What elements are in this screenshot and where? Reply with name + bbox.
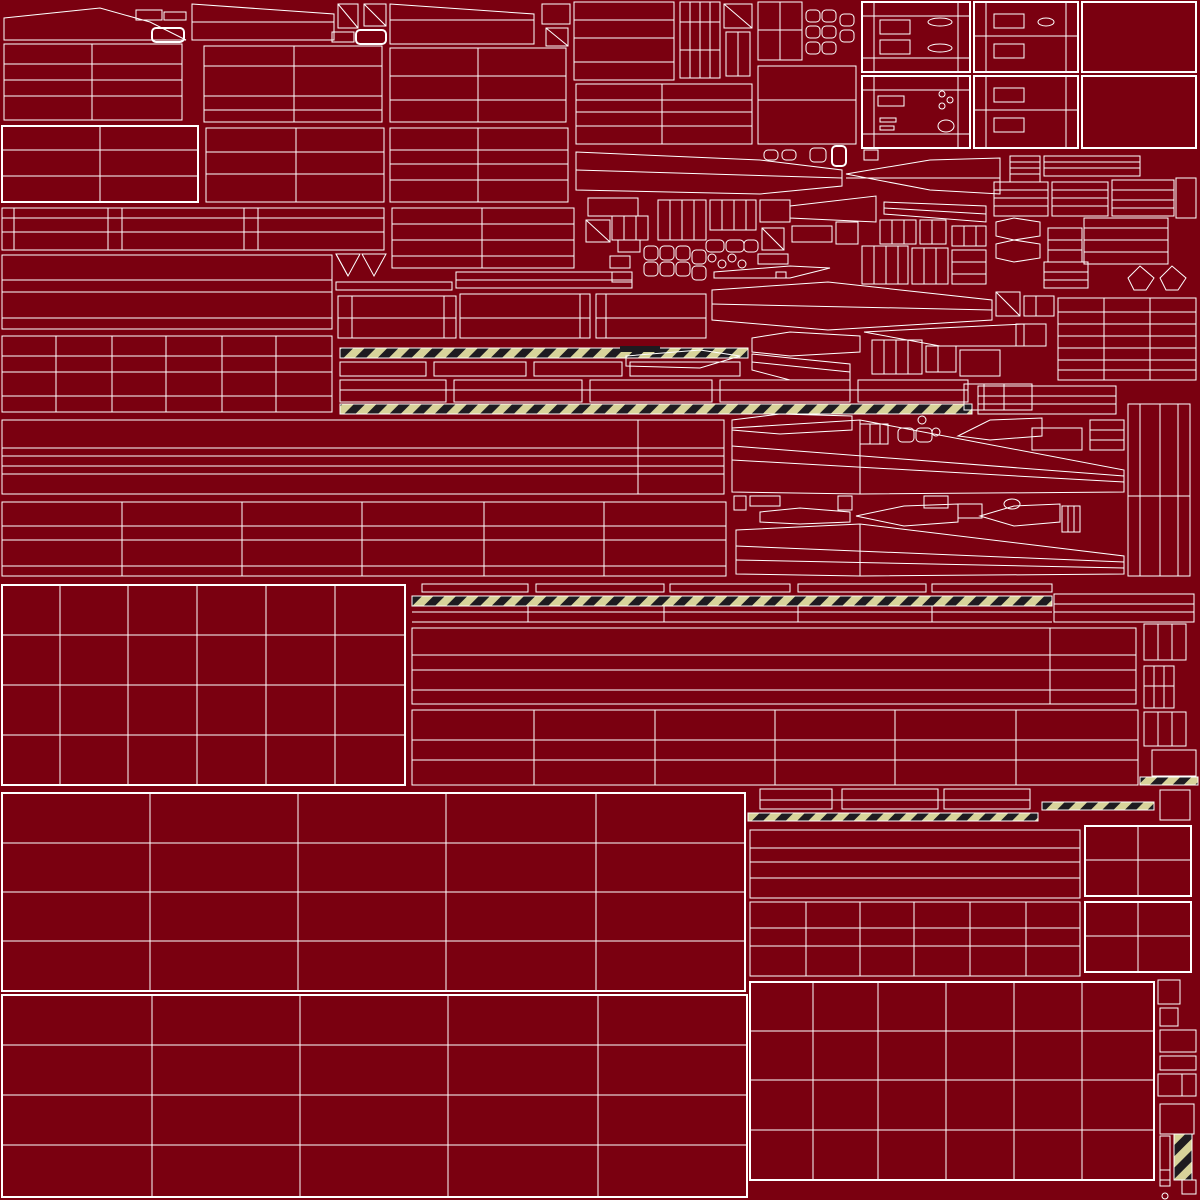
uv-island-small-panel-right-mid — [1053, 593, 1195, 747]
uv-island-blade-mid — [625, 281, 1055, 411]
uv-island-text-block-right — [993, 155, 1197, 291]
uv-hazard-strip-mid — [411, 583, 1053, 623]
uv-island-band-mid-wide-2 — [411, 709, 1139, 786]
uv-island-grid-bottom-right — [749, 981, 1155, 1181]
uv-island-grid-mid-left-large — [1, 792, 746, 992]
uv-island-blade-upper — [575, 145, 1001, 195]
uv-island-hazard-block — [337, 293, 973, 415]
uv-island-panel-left-b — [1, 335, 333, 413]
uv-island-lined-panel-right — [977, 297, 1197, 415]
uv-island-top-center-panels — [573, 1, 857, 145]
uv-island-top-col-2 — [389, 3, 575, 269]
uv-island-grid-left-square — [1, 584, 406, 786]
uv-hazard-strip-lower — [747, 749, 1199, 822]
uv-island-blades-lower-right — [731, 403, 1191, 577]
uv-island-mixed-parts-center — [585, 195, 987, 285]
uv-island-band-right-lower — [749, 825, 1192, 977]
uv-island-panel-left-a — [1, 254, 333, 330]
uv-island-band-mid-wide — [411, 627, 1137, 705]
uv-island-top-right-boxes — [861, 1, 1197, 149]
uv-island-strip-left — [1, 207, 385, 251]
uv-island-top-wedges — [3, 3, 535, 45]
uv-island-grid-bottom-left — [1, 994, 748, 1198]
uv-island-long-band-1 — [1, 419, 725, 495]
uv-island-top-left-panels — [1, 43, 385, 203]
uv-island-long-band-2 — [1, 501, 727, 577]
uv-island-column-right-bottom — [1157, 979, 1197, 1200]
